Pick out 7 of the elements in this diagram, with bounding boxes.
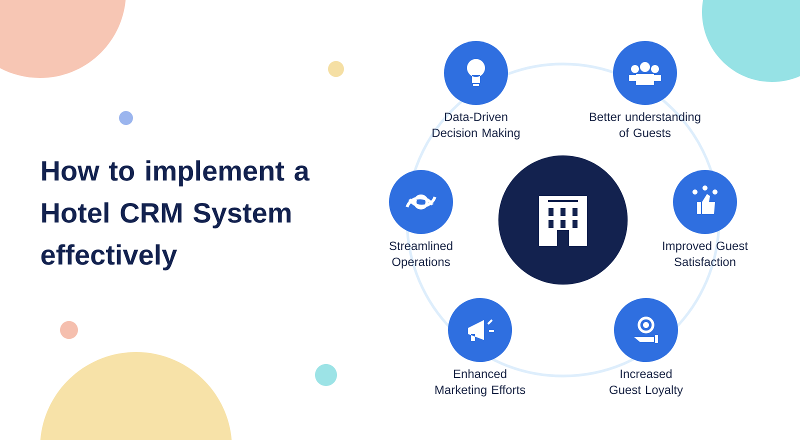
feature-label: Data-Driven Decision Making: [432, 112, 520, 140]
feature-label: Streamlined Operations: [390, 241, 452, 268]
feature-label: Better understanding of Guests: [590, 112, 700, 138]
feature-label: Increased Guest Loyalty: [610, 369, 683, 396]
feature-label: Improved Guest Satisfaction: [663, 241, 748, 266]
feature-label: Enhanced Marketing Efforts: [435, 369, 526, 396]
title: How to implement a Hotel CRM System effectively: [41, 160, 310, 270]
